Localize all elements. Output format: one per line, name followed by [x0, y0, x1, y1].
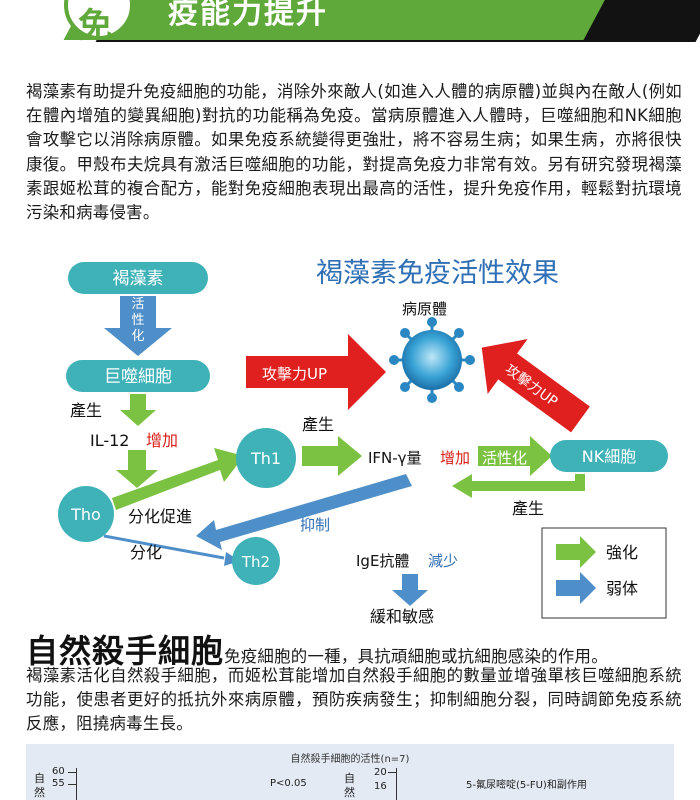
- chart-right-ytick-20: 20: [374, 767, 387, 778]
- chart-left-ytick-60: 60: [52, 766, 65, 777]
- legend-strengthen-arrow: [556, 536, 596, 568]
- chart-right-ytick-16: 16: [374, 781, 387, 792]
- header-badge-char: 免: [78, 6, 112, 46]
- ige-down-arrow: [392, 574, 428, 606]
- th2-label: Th2: [241, 553, 270, 571]
- th1-node: [236, 428, 296, 488]
- th1-ifn-arrow: [302, 436, 362, 476]
- chart-left-annotation: P<0.05: [270, 778, 307, 789]
- virus-icon: [389, 317, 475, 403]
- nk-body-paragraph: 褐藻素活化自然殺手細胞，而姬松茸能增加自然殺手細胞的數量並增強單核巨噬細胞系統功…: [26, 666, 682, 734]
- nk-title: 自然殺手細胞: [26, 632, 225, 670]
- diagram-title: 褐藻素免疫活性效果: [316, 258, 559, 289]
- ige-label: IgE抗體: [356, 552, 409, 570]
- il12-increase-label: 增加: [146, 431, 178, 450]
- differentiate-arrowhead: [224, 552, 240, 566]
- attack-arrow-right: 攻擊力UP: [481, 338, 590, 433]
- chart-right-yticks: 20 16: [374, 766, 387, 794]
- attack-label-1: 攻擊力UP: [262, 365, 327, 383]
- legend-box: [541, 527, 667, 619]
- legend-weaken-label: 弱体: [606, 579, 638, 598]
- ifn-increase-label: 增加: [440, 449, 470, 467]
- nk-return-arrowhead: [452, 474, 472, 498]
- chart-left-ytick-55: 55: [52, 778, 65, 789]
- pathogen-label: 病原體: [402, 300, 447, 318]
- produce-label-2: 產生: [302, 415, 334, 434]
- ifn-nk-arrow: [478, 436, 552, 476]
- legend-strengthen-label: 強化: [606, 543, 638, 562]
- differentiate-label: 分化: [130, 543, 162, 562]
- chart-left-axis: [76, 768, 77, 800]
- il12-label: IL-12: [90, 431, 129, 450]
- legend-weaken-arrow: [556, 572, 596, 604]
- chart-left-tick-top: [68, 772, 76, 773]
- chart-right-tick-top: [388, 772, 396, 773]
- th0-node: [58, 486, 114, 542]
- chart-right-axis: [396, 768, 397, 800]
- nk-pill: [550, 440, 668, 472]
- activate-arrow: [104, 296, 172, 356]
- chart-right-annotation: 5-氟尿嘧啶(5-FU)和副作用: [466, 780, 587, 791]
- macrophage-pill: [66, 360, 210, 392]
- header-banner: 免 疫能力提升: [0, 0, 700, 58]
- macrophage-label: 巨噬細胞: [104, 367, 172, 387]
- suppress-arrow: [196, 474, 412, 550]
- macrophage-down-arrow: [120, 394, 156, 426]
- attack-arrow-left: [246, 334, 386, 410]
- diff-promote-label: 分化促進: [128, 507, 192, 526]
- th1-label: Th1: [250, 449, 281, 468]
- chart-title: 自然殺手細胞的活性(n=7): [290, 754, 410, 765]
- activate-char-2: 性: [131, 313, 144, 328]
- th0-label: Tho: [70, 505, 101, 524]
- nk-title-row: 自然殺手細胞免疫細胞的一種，具抗頑細胞或抗細胞感染的作用。: [26, 626, 686, 672]
- intro-paragraph: 褐藻素有助提升免疫細胞的功能，消除外來敵人(如進入人體的病原體)並與內在敵人(例…: [26, 82, 682, 223]
- activate-char-1: 活: [131, 297, 144, 312]
- th2-node: [232, 537, 280, 585]
- nk-subtitle: 免疫細胞的一種，具抗頑細胞或抗細胞感染的作用。: [224, 647, 608, 666]
- nk-return-path: [470, 474, 585, 491]
- relieve-label: 緩和敏感: [370, 607, 434, 626]
- diff-promote-arrow: [112, 448, 244, 510]
- il12-down-arrow: [116, 450, 158, 488]
- header-green-band: [63, 0, 608, 40]
- produce-label-1: 產生: [70, 401, 102, 420]
- chart-right-ylabel: 自然: [344, 772, 355, 799]
- immune-activity-diagram: 褐藻素免疫活性效果 褐藻素 活 性 化 巨噬細胞 產生 IL-12 增加 Tho…: [0, 250, 700, 630]
- ifn-label: IFN-γ量: [368, 449, 422, 467]
- ifn-activate-label: 活性化: [482, 449, 527, 467]
- header-title: 疫能力提升: [168, 0, 328, 31]
- chart-left-tick-mid: [68, 784, 76, 785]
- nk-activity-chart: 自然殺手細胞的活性(n=7) 自然 60 55 P<0.05 自然 20 16 …: [26, 744, 674, 800]
- nk-label: NK細胞: [582, 447, 636, 466]
- chart-left-ylabel: 自然: [34, 772, 45, 799]
- activate-char-3: 化: [131, 329, 144, 344]
- suppress-label: 抑制: [300, 516, 330, 534]
- differentiate-line: [103, 534, 225, 560]
- fucoidan-pill: [68, 262, 208, 294]
- fucoidan-label: 褐藻素: [113, 269, 164, 289]
- produce-label-3: 產生: [512, 499, 544, 518]
- chart-left-yticks: 60 55: [52, 766, 65, 790]
- ige-decrease-label: 減少: [428, 552, 458, 570]
- diagram-svg: 褐藻素免疫活性效果 褐藻素 活 性 化 巨噬細胞 產生 IL-12 增加 Tho…: [58, 258, 668, 626]
